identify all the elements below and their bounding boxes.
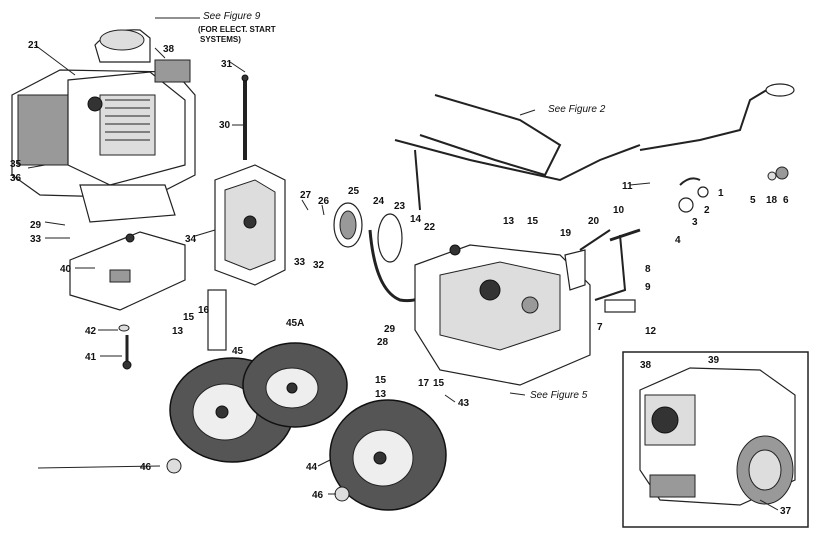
callout-11: 11 <box>622 181 633 192</box>
callout-35: 35 <box>10 159 22 170</box>
callout-40: 40 <box>60 264 72 275</box>
note-elect-start-1: (FOR ELECT. START <box>198 25 276 34</box>
callout-6: 6 <box>783 195 789 206</box>
callout-34: 34 <box>185 234 197 245</box>
handle-frame <box>394 83 795 211</box>
callout-28: 28 <box>377 337 389 348</box>
callout-30: 30 <box>219 120 231 131</box>
callout-46b: 46 <box>312 490 324 501</box>
hub-cap-46b <box>334 486 350 502</box>
note-see-figure-2: See Figure 2 <box>548 104 606 115</box>
callout-44: 44 <box>306 462 318 473</box>
callout-41: 41 <box>85 352 97 363</box>
callout-25: 25 <box>348 186 360 197</box>
callout-20: 20 <box>588 216 600 227</box>
callout-33: 33 <box>30 234 42 245</box>
callout-8: 8 <box>645 264 651 275</box>
callout-13c: 13 <box>375 389 387 400</box>
wheel-left-front <box>242 342 348 428</box>
callout-18: 18 <box>766 195 778 206</box>
wheel-right <box>329 399 447 511</box>
callout-32: 32 <box>313 260 325 271</box>
callout-21: 21 <box>28 40 40 51</box>
callout-38b: 38 <box>640 360 652 371</box>
callout-5: 5 <box>750 195 756 206</box>
callout-27: 27 <box>300 190 312 201</box>
callout-45a: 45A <box>286 318 304 329</box>
control-parts <box>564 166 789 313</box>
pulley-assembly <box>333 202 442 303</box>
callout-14: 14 <box>410 214 422 225</box>
callout-16: 16 <box>198 305 210 316</box>
note-see-figure-9: See Figure 9 <box>203 11 261 22</box>
callout-29: 29 <box>30 220 42 231</box>
callout-45: 45 <box>232 346 244 357</box>
callout-39: 39 <box>708 355 720 366</box>
callout-29b: 29 <box>384 324 396 335</box>
callout-2: 2 <box>704 205 710 216</box>
callout-9: 9 <box>645 282 651 293</box>
note-elect-start-2: SYSTEMS) <box>200 35 241 44</box>
leader-lines <box>27 17 779 511</box>
callout-3: 3 <box>692 217 698 228</box>
engine-assembly <box>11 29 196 223</box>
callout-24: 24 <box>373 196 385 207</box>
engine-fins <box>105 99 150 141</box>
shaft-45 <box>207 289 227 351</box>
callout-26: 26 <box>318 196 330 207</box>
callout-15a: 15 <box>183 312 195 323</box>
callout-15b: 15 <box>527 216 539 227</box>
callout-37: 37 <box>780 506 792 517</box>
callout-23: 23 <box>394 201 406 212</box>
callout-1: 1 <box>718 188 724 199</box>
callout-12: 12 <box>645 326 657 337</box>
bracket-34 <box>214 164 286 286</box>
callout-10: 10 <box>613 205 625 216</box>
callout-46a: 46 <box>140 462 152 473</box>
callout-19: 19 <box>560 228 572 239</box>
callout-4: 4 <box>675 235 681 246</box>
hub-cap-46a <box>166 458 182 474</box>
inset-electric-start <box>622 351 809 528</box>
note-see-figure-5: See Figure 5 <box>530 390 588 401</box>
callout-15c: 15 <box>375 375 387 386</box>
callout-38: 38 <box>163 44 175 55</box>
stud-30 <box>241 74 249 160</box>
base-plate <box>69 231 186 311</box>
callout-33b: 33 <box>294 257 306 268</box>
callout-42: 42 <box>85 326 97 337</box>
callout-15d: 15 <box>433 378 445 389</box>
callout-13a: 13 <box>172 326 184 337</box>
callout-36: 36 <box>10 173 22 184</box>
callout-17: 17 <box>418 378 430 389</box>
callout-13b: 13 <box>503 216 515 227</box>
callout-22: 22 <box>424 222 436 233</box>
callout-7: 7 <box>597 322 603 333</box>
callout-31: 31 <box>221 59 233 70</box>
bolt-41 <box>118 324 132 370</box>
callout-43: 43 <box>458 398 470 409</box>
transmission-housing <box>414 244 591 386</box>
